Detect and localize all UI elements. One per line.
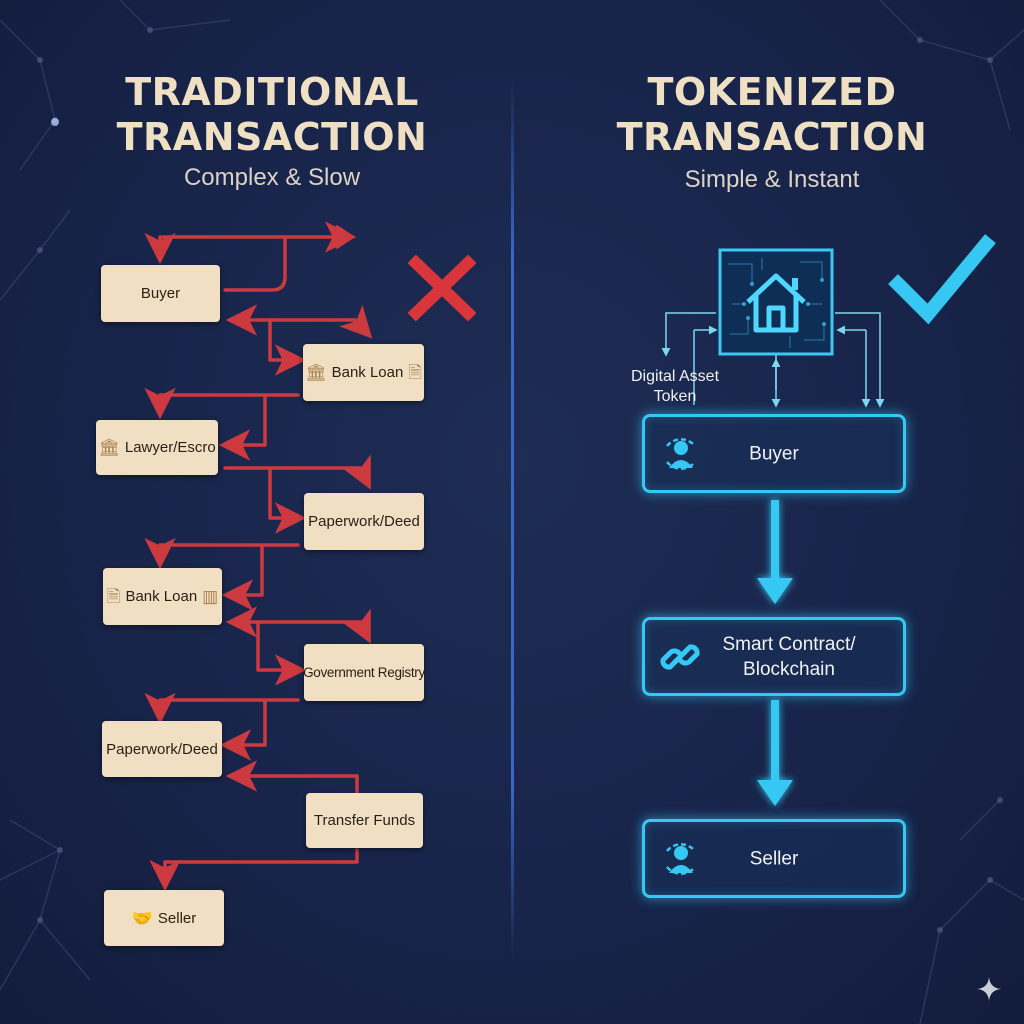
right-title-line1: TOKENIZED [647, 70, 897, 114]
step-label-line2: Blockchain [743, 658, 835, 680]
handshake-icon: 🤝 [131, 908, 153, 928]
right-title: TOKENIZED TRANSACTION [612, 70, 932, 160]
step-label: Lawyer/Escro [124, 439, 216, 456]
traditional-step-bank-loan-2: 🗎 Bank Loan ▥ [103, 568, 222, 625]
user-icon [666, 437, 696, 470]
traditional-step-buyer: Buyer [101, 265, 220, 322]
step-label: Transfer Funds [313, 812, 416, 829]
traditional-step-lawyer-escrow: 🏛 Lawyer/Escro [96, 420, 218, 475]
step-label: Seller [157, 909, 197, 927]
tokenized-step-buyer: Buyer [642, 414, 906, 493]
token-label-line2: Token [653, 388, 697, 405]
check-mark-icon [888, 234, 996, 325]
step-label: Paperwork/Deed [308, 513, 420, 530]
left-subtitle: Complex & Slow [183, 164, 361, 191]
building-icon: ▥ [202, 587, 219, 606]
left-title-line1: TRADITIONAL [125, 70, 419, 114]
traditional-step-paperwork-deed: Paperwork/Deed [304, 493, 424, 550]
bank-icon: 🏛 [98, 438, 120, 457]
document-icon: 🗎 [106, 587, 121, 606]
left-title-line2: TRANSACTION [116, 115, 428, 159]
bank-icon: 🏛 [305, 363, 327, 382]
left-title: TRADITIONAL TRANSACTION [112, 70, 432, 160]
document-icon: 🗎 [408, 363, 422, 382]
right-title-line2: TRANSACTION [616, 115, 928, 159]
step-label: Government Registry [303, 665, 425, 680]
digital-asset-token [718, 248, 834, 356]
token-label: Digital Asset Token [620, 367, 730, 407]
step-label: Smart Contract/ Blockchain [675, 632, 903, 682]
tokenized-step-seller: Seller [642, 819, 906, 898]
token-label-line1: Digital Asset [630, 368, 720, 385]
user-icon [666, 842, 696, 875]
step-label: Seller [749, 848, 799, 869]
traditional-step-bank-loan: 🏛 Bank Loan 🗎 [303, 344, 424, 401]
step-label: Bank Loan [331, 364, 404, 381]
step-label: Buyer [749, 443, 799, 464]
step-label: Paperwork/Deed [106, 740, 218, 758]
traditional-step-seller: 🤝 Seller [104, 890, 224, 946]
tokenized-step-smart-contract: Smart Contract/ Blockchain [642, 617, 906, 696]
traditional-step-government-registry: Government Registry [303, 644, 425, 701]
right-subtitle: Simple & Instant [684, 166, 860, 193]
traditional-step-transfer-funds: Transfer Funds [306, 793, 423, 848]
traditional-step-paperwork-deed-2: Paperwork/Deed [102, 721, 222, 777]
chain-link-icon [660, 643, 700, 670]
step-label-line1: Smart Contract/ [722, 633, 856, 655]
cross-mark-icon [408, 255, 476, 321]
sparkle-icon [977, 977, 1001, 1001]
step-label: Bank Loan [125, 588, 198, 605]
house-icon [746, 273, 806, 333]
step-label: Buyer [140, 285, 181, 302]
